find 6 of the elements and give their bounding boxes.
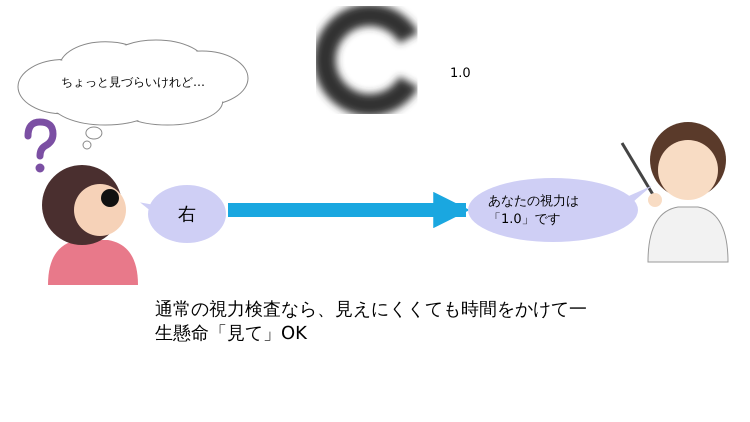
speech-text: 右: [178, 203, 196, 226]
speech-text: ちょっと見づらいけれど…: [61, 74, 205, 91]
acuity-value: 1.0: [450, 66, 471, 81]
note-text: 通常の視力検査なら、見えにくくても時間をかけて一生懸命「見て」OK: [155, 298, 588, 346]
arrow: [228, 192, 470, 228]
speech-text: あなたの視力は「1.0」です: [488, 193, 580, 228]
